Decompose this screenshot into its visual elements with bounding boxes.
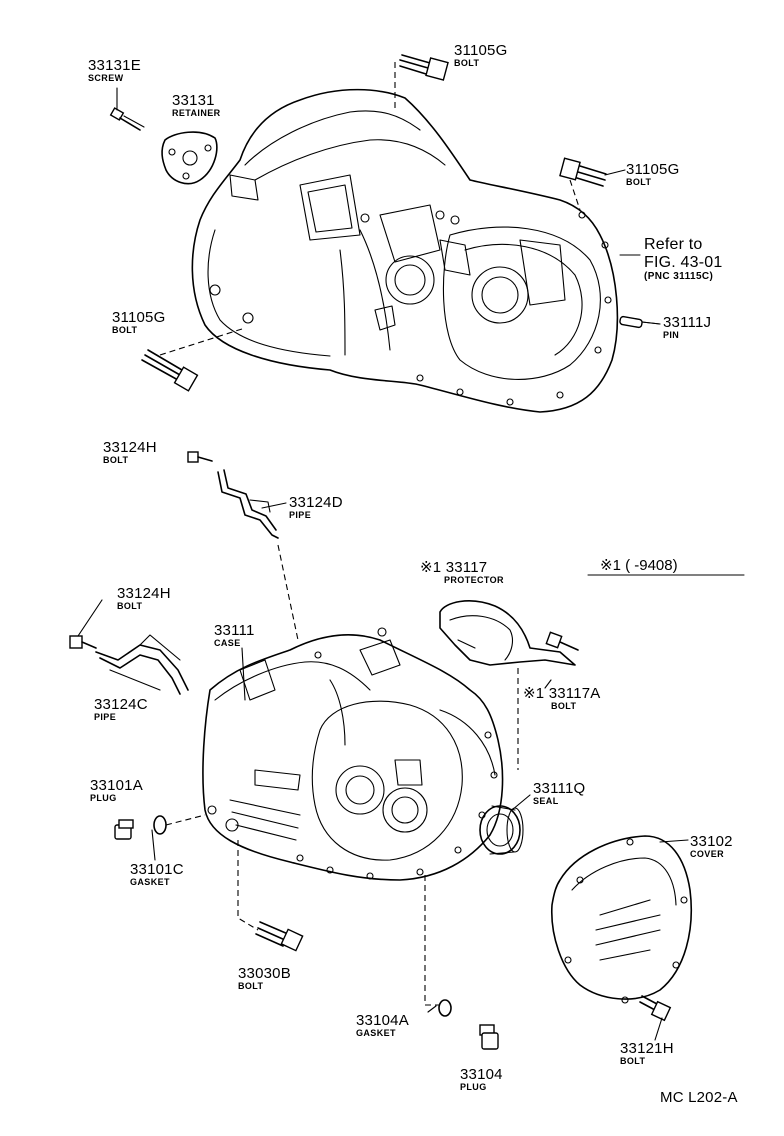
part-number: 33111Q: [533, 780, 586, 797]
note-mark: ※1: [420, 559, 442, 576]
label-protector-33117: ※1 33117 PROTECTOR: [420, 560, 504, 585]
part-number: 33124H: [103, 439, 157, 456]
part-name: SEAL: [533, 796, 559, 806]
part-name: SCREW: [88, 73, 124, 83]
part-name: COVER: [690, 849, 725, 859]
part-name: PLUG: [460, 1082, 487, 1092]
part-name: CASE: [214, 638, 241, 648]
label-case-33111: 33111 CASE: [214, 623, 255, 648]
part-number: 33101A: [90, 777, 143, 794]
label-seal-33111Q: 33111Q SEAL: [533, 781, 585, 806]
label-screw-33131E: 33131E SCREW: [88, 58, 141, 83]
label-bolt-31105G-left: 31105G BOLT: [112, 310, 165, 335]
part-number: 33030B: [238, 965, 291, 982]
plug-33104-drawing: [479, 1024, 499, 1050]
label-pipe-33124D: 33124D PIPE: [289, 495, 343, 520]
part-number: 33131E: [88, 57, 141, 74]
note-mark: ※1: [523, 685, 545, 702]
bolt-33117A-drawing: [545, 631, 579, 651]
part-number: 31105G: [626, 161, 680, 178]
clutch-housing-drawing: [191, 88, 619, 413]
part-name: BOLT: [112, 325, 138, 335]
part-number: 33124C: [94, 696, 148, 713]
part-number: 33117: [445, 559, 488, 576]
label-bolt-33121H: 33121H BOLT: [620, 1041, 674, 1066]
part-number: 33111J: [663, 314, 712, 331]
part-name: BOLT: [454, 58, 480, 68]
pin-drawing: [619, 315, 661, 329]
gasket-33104A-drawing: [438, 999, 452, 1017]
bolt-drawing-top: [394, 54, 449, 110]
part-number: 33131: [172, 92, 215, 109]
label-bolt-33030B: 33030B BOLT: [238, 966, 291, 991]
part-number: 33121H: [620, 1040, 674, 1057]
part-number: 33102: [690, 833, 733, 850]
part-name: GASKET: [130, 877, 170, 887]
retainer-drawing: [161, 131, 218, 185]
leader-lines: [77, 87, 745, 1041]
part-number: 33117A: [548, 685, 601, 702]
part-name: PIN: [663, 330, 680, 340]
bolt-33030B-drawing: [255, 921, 304, 952]
label-gasket-33104A: 33104A GASKET: [356, 1013, 409, 1038]
transaxle-case-drawing: [202, 627, 504, 1006]
reference-note: Refer to FIG. 43-01 (PNC 31115C): [644, 237, 722, 282]
part-name: BOLT: [103, 455, 129, 465]
part-name: BOLT: [620, 1056, 646, 1066]
bolt-drawing-left: [141, 327, 246, 392]
part-name: BOLT: [626, 177, 652, 187]
gasket-33101C-drawing: [153, 814, 206, 835]
part-number: 33101C: [130, 861, 184, 878]
part-name: PIPE: [94, 712, 117, 722]
pipe-33124C-drawing: [69, 634, 189, 695]
pipe-33124D-drawing: [187, 451, 299, 641]
label-bolt-33124H-lower: 33124H BOLT: [117, 586, 171, 611]
part-number: 33104A: [356, 1012, 409, 1029]
protector-drawing: [439, 600, 576, 770]
label-cover-33102: 33102 COVER: [690, 834, 733, 859]
label-bolt-33124H-upper: 33124H BOLT: [103, 440, 157, 465]
label-bolt-33117A: ※1 33117A BOLT: [523, 686, 601, 711]
part-name: BOLT: [238, 981, 264, 991]
reference-line-2: FIG. 43-01: [644, 254, 723, 271]
part-number: 33124D: [289, 494, 343, 511]
label-bolt-31105G-top: 31105G BOLT: [454, 43, 507, 68]
part-name: BOLT: [551, 701, 577, 711]
screw-drawing: [109, 107, 145, 131]
part-number: 33104: [460, 1066, 503, 1083]
label-plug-33101A: 33101A PLUG: [90, 778, 143, 803]
seal-drawing: [479, 805, 524, 855]
reference-line-1: Refer to: [644, 236, 703, 253]
reference-line-3: (PNC 31115C): [644, 271, 714, 282]
part-number: 31105G: [112, 309, 166, 326]
diagram-code: MC L202-A: [660, 1089, 738, 1106]
bolt-drawing-right: [559, 157, 607, 211]
part-name: PIPE: [289, 510, 312, 520]
label-gasket-33101C: 33101C GASKET: [130, 862, 184, 887]
label-retainer-33131: 33131 RETAINER: [172, 93, 221, 118]
label-bolt-31105G-right: 31105G BOLT: [626, 162, 679, 187]
part-name: BOLT: [117, 601, 143, 611]
label-pipe-33124C: 33124C PIPE: [94, 697, 148, 722]
label-plug-33104: 33104 PLUG: [460, 1067, 503, 1092]
part-number: 33124H: [117, 585, 171, 602]
part-number: 31105G: [454, 42, 508, 59]
part-name: PROTECTOR: [444, 575, 504, 585]
part-name: RETAINER: [172, 108, 221, 118]
cover-drawing: [551, 835, 693, 1004]
plug-33101A-drawing: [114, 819, 134, 840]
label-pin-33111J: 33111J PIN: [663, 315, 711, 340]
part-name: PLUG: [90, 793, 117, 803]
part-name: GASKET: [356, 1028, 396, 1038]
footnote: ※1 ( -9408): [600, 557, 678, 574]
part-number: 33111: [214, 622, 255, 639]
bolt-33121H-drawing: [639, 995, 672, 1022]
